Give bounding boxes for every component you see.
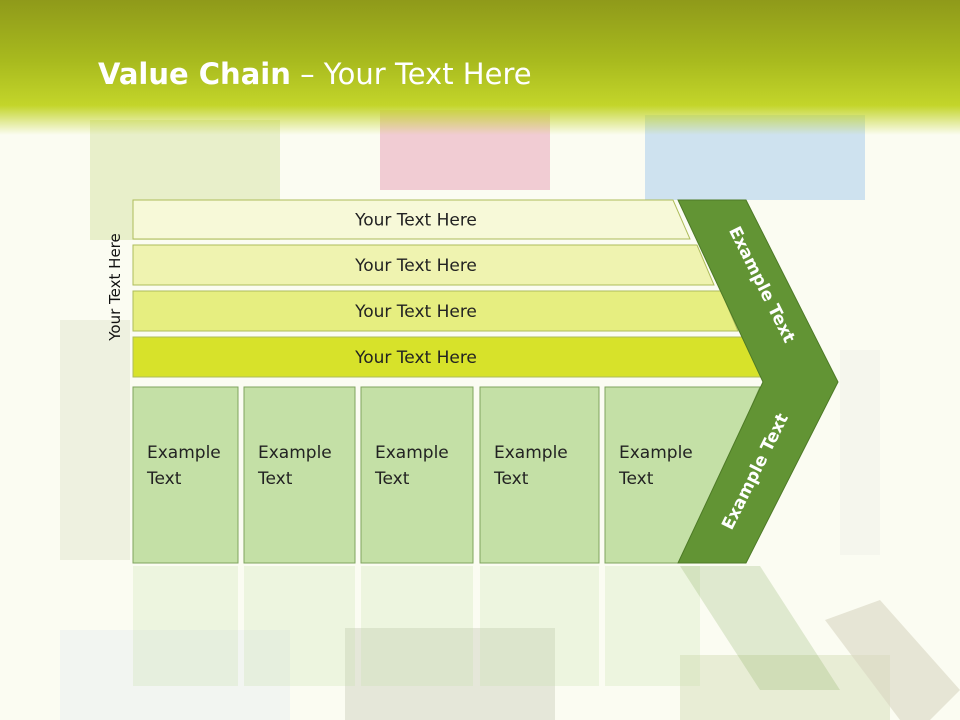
box-reflection-4 <box>480 566 599 686</box>
row-band-1 <box>132 199 691 240</box>
lined-paper <box>840 350 880 555</box>
box-3-line2: Text <box>374 469 410 489</box>
box-4 <box>479 386 600 564</box>
box-reflection-5 <box>605 566 700 686</box>
box-3-line1: Example <box>375 443 449 463</box>
box-reflection-2 <box>244 566 355 686</box>
box-5-line1: Example <box>619 443 693 463</box>
box-4-line2: Text <box>493 469 529 489</box>
row-label-3: Your Text Here <box>354 302 477 322</box>
chevron-reflection <box>680 566 840 690</box>
chevron-arrow <box>677 199 839 564</box>
box-4-line1: Example <box>494 443 568 463</box>
row-label-2: Your Text Here <box>354 256 477 276</box>
tape-strip <box>345 628 555 720</box>
box-2 <box>243 386 356 564</box>
title-bar <box>0 0 960 135</box>
grid-paper <box>60 630 290 720</box>
box-reflection-3 <box>361 566 473 686</box>
row-band-2 <box>132 244 715 286</box>
title-rest: – Your Text Here <box>290 57 532 91</box>
box-reflection-1 <box>133 566 238 686</box>
slide-title: Value Chain – Your Text Here <box>98 54 532 94</box>
row-label-1: Your Text Here <box>354 211 477 231</box>
box-2-line2: Text <box>257 469 293 489</box>
box-1-line2: Text <box>146 469 182 489</box>
box-1 <box>132 386 239 564</box>
row-band-3 <box>132 290 739 332</box>
green-note <box>680 655 890 720</box>
box-2-line1: Example <box>258 443 332 463</box>
box-3 <box>360 386 474 564</box>
title-bold: Value Chain <box>98 57 291 91</box>
grey-note <box>60 320 130 560</box>
row-label-4: Your Text Here <box>354 348 477 368</box>
box-5-line2: Text <box>618 469 654 489</box>
box-1-line1: Example <box>147 443 221 463</box>
tape-strip-2 <box>825 600 960 720</box>
